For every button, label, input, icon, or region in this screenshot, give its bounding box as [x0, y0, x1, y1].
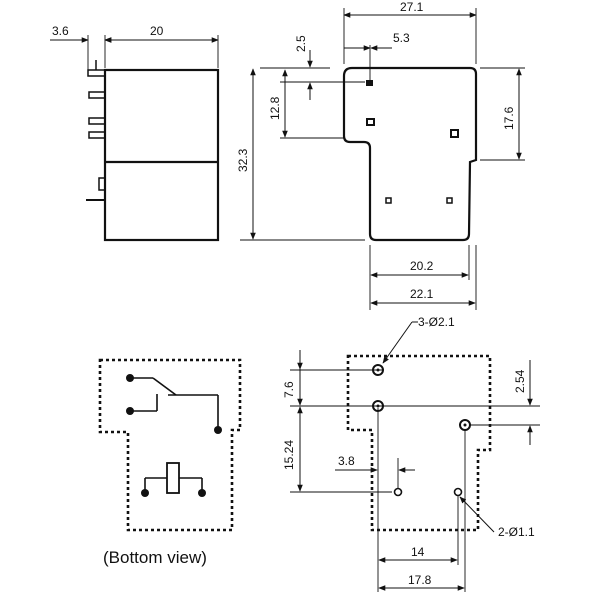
dim-pin-length: 3.6	[52, 24, 69, 38]
dim-vertical-pitch-1: 7.6	[282, 381, 296, 398]
dim-upper-height: 12.8	[268, 96, 282, 120]
contact-switch	[126, 374, 222, 434]
top-outline	[342, 66, 478, 242]
dim-vertical-pitch-3: 15.24	[282, 440, 296, 470]
bottom-view-caption: (Bottom view)	[103, 548, 207, 567]
schematic-outline	[98, 358, 242, 532]
side-pins	[86, 60, 106, 201]
dim-holes-small: 2-Ø1.1	[498, 525, 535, 539]
dim-vertical-pitch-2: 2.54	[513, 369, 527, 393]
dim-lower-width-total: 22.1	[410, 287, 434, 301]
footprint: 3-Ø2.1 7.6 15.24 2.54 3.8 2-Ø1.1 14 17.8	[282, 315, 540, 592]
top-terminal-4	[385, 197, 392, 204]
footprint-holes	[372, 364, 471, 497]
footprint-outline	[346, 354, 492, 532]
dim-small-offset: 3.8	[338, 454, 355, 468]
dim-right-height: 17.6	[502, 106, 516, 130]
dim-top-offset: 2.5	[294, 35, 308, 52]
dim-holes-large: 3-Ø2.1	[418, 315, 455, 329]
dim-overall-height: 32.3	[236, 148, 250, 172]
side-body	[103, 68, 220, 242]
dim-horizontal-1: 14	[411, 545, 425, 559]
top-view: 27.1 2.5 5.3 12.8 32.3 17.6 20.2 22.1	[236, 0, 525, 310]
top-terminal-2	[366, 118, 375, 126]
top-terminal-1	[366, 80, 373, 86]
side-view: 3.6 20	[50, 24, 220, 242]
dim-pin-offset: 5.3	[393, 31, 410, 45]
coil-symbol	[141, 462, 206, 497]
top-terminal-5	[446, 197, 453, 204]
dim-overall-width: 27.1	[400, 0, 424, 14]
bottom-schematic: (Bottom view)	[98, 358, 242, 567]
top-terminal-3	[450, 129, 459, 138]
dim-horizontal-2: 17.8	[408, 573, 432, 587]
dim-lower-width: 20.2	[410, 259, 434, 273]
dim-body-width: 20	[150, 24, 164, 38]
